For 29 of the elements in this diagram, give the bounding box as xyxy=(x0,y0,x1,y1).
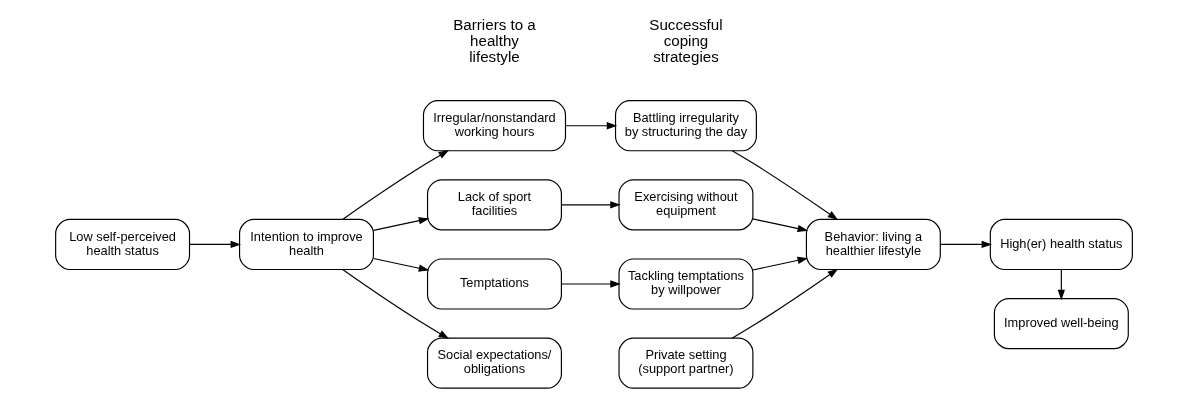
node-box: Intention to improve health xyxy=(239,218,374,271)
arrow xyxy=(342,268,450,339)
node-box: Private setting (support partner) xyxy=(618,337,754,389)
arrow xyxy=(373,217,430,231)
label: Barriers to a healthy lifestyle xyxy=(453,15,536,66)
arrow xyxy=(939,240,993,249)
node-box: Behavior: living a healthier lifestyle xyxy=(805,218,941,271)
node-box: Irregular/nonstandard working hours xyxy=(422,100,567,152)
arrow xyxy=(373,257,430,272)
label: Successful coping strategies xyxy=(649,15,723,66)
node-box: Exercising without equipment xyxy=(618,179,754,231)
arrow xyxy=(752,218,809,233)
arrow xyxy=(561,280,621,288)
node-box: Temptations xyxy=(426,258,562,310)
node-box: Social expectations/ obligations xyxy=(426,337,562,389)
node-box: Lack of sport facilities xyxy=(426,179,562,231)
arrow xyxy=(564,122,618,130)
arrow xyxy=(752,256,809,271)
node-box: Battling irregularity by structuring the day xyxy=(614,100,757,152)
node-box: Tackling temptations by willpower xyxy=(618,258,754,310)
arrow xyxy=(731,150,839,221)
arrow xyxy=(561,201,621,209)
arrow xyxy=(189,240,242,249)
arrow xyxy=(342,150,450,220)
node-box: High(er) health status xyxy=(989,218,1133,271)
node-box: Low self-perceived health status xyxy=(55,218,191,271)
arrow xyxy=(731,268,839,339)
node-box: Improved well-being xyxy=(993,298,1129,350)
arrow xyxy=(1057,269,1065,301)
